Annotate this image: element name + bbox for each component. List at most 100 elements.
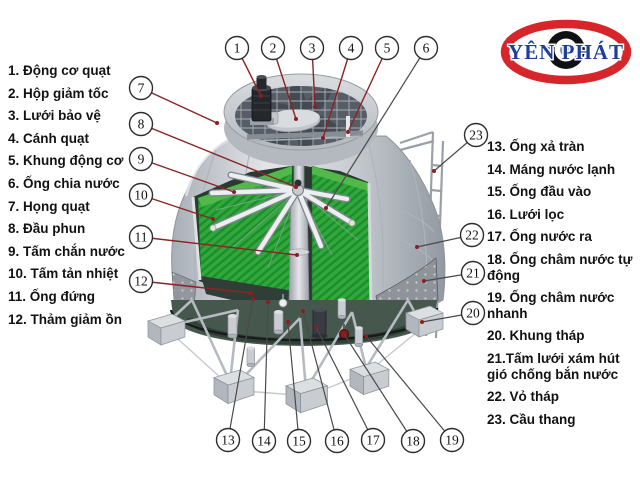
- leader-line-9: [140, 158, 235, 193]
- logo-ring: [500, 19, 632, 85]
- leader-line-12: [140, 280, 252, 294]
- part-item: 5. Khung động cơ: [8, 153, 124, 169]
- svg-text:13: 13: [221, 433, 235, 448]
- part-item: 10. Tấm tản nhiệt: [8, 266, 119, 282]
- part-item: 13. Ống xả tràn: [487, 139, 585, 154]
- part-item: 15. Ống đầu vào: [487, 184, 592, 200]
- callout-21: 21: [460, 260, 486, 286]
- callout-badges: 1 2 3 4 5 6 7 8 9 10 11 12 13 14 15 16 1…: [128, 35, 489, 454]
- cut-edge-right: [367, 182, 373, 310]
- svg-text:11: 11: [135, 230, 148, 245]
- part-item: 4. Cánh quạt: [8, 130, 90, 146]
- part-item: 14. Máng nước lạnh: [487, 161, 616, 177]
- parts-list-left: 1. Động cơ quạt 2. Hộp giảm tốc 3. Lưới …: [8, 60, 125, 331]
- svg-text:15: 15: [292, 434, 306, 449]
- callout-17: 17: [360, 427, 386, 453]
- callout-13: 13: [215, 427, 241, 453]
- callout-22: 22: [459, 222, 485, 248]
- callout-4: 4: [338, 35, 364, 61]
- leader-line-13: [227, 298, 254, 441]
- leader-line-5: [347, 47, 388, 133]
- svg-text:12: 12: [134, 274, 148, 289]
- callout-12: 12: [128, 268, 154, 294]
- shell-highlight: [184, 138, 229, 197]
- part-item: 1. Động cơ quạt: [8, 63, 111, 78]
- part-item: 2. Hộp giảm tốc: [8, 85, 109, 101]
- part-item: 22. Vỏ tháp: [487, 389, 560, 405]
- part-item: 19. Ống châm nước nhanh: [487, 290, 615, 321]
- leader-line-10: [140, 194, 214, 220]
- callout-8: 8: [128, 111, 154, 137]
- callout-10: 10: [128, 182, 154, 208]
- spray-head-cap: [294, 179, 302, 187]
- callout-15: 15: [286, 428, 312, 454]
- callout-19: 19: [439, 427, 465, 453]
- svg-text:4: 4: [348, 41, 355, 56]
- leader-line-4: [322, 47, 352, 139]
- motor-frame-beam2: [246, 136, 364, 142]
- svg-text:16: 16: [330, 434, 344, 449]
- callout-2: 2: [260, 35, 286, 61]
- svg-text:7: 7: [138, 81, 145, 96]
- svg-text:20: 20: [466, 306, 480, 321]
- svg-text:18: 18: [406, 434, 420, 449]
- part-item: 17. Ống nước ra: [487, 229, 592, 245]
- parts-list-right: 13. Ống xả tràn 14. Máng nước lạnh 15. Ố…: [487, 139, 640, 434]
- part-item: 12. Thảm giảm ồn: [8, 311, 123, 327]
- callout-14: 14: [251, 428, 277, 454]
- callout-3: 3: [299, 35, 325, 61]
- callout-20: 20: [460, 300, 486, 326]
- callout-9: 9: [128, 146, 154, 172]
- leader-line-18: [343, 333, 414, 442]
- outlet-pipe: [311, 308, 328, 339]
- part-item: 7. Họng quạt: [8, 198, 90, 214]
- svg-text:19: 19: [445, 433, 459, 448]
- cut-edge-left: [191, 196, 202, 281]
- leader-line-16: [302, 310, 338, 442]
- svg-text:6: 6: [423, 41, 430, 56]
- svg-text:2: 2: [270, 41, 277, 56]
- gearbox-cover: [265, 109, 321, 133]
- leader-line-8: [140, 123, 297, 188]
- svg-text:1: 1: [234, 41, 241, 56]
- callout-16: 16: [324, 428, 350, 454]
- float-valve: [278, 294, 288, 308]
- leader-line-19: [365, 335, 453, 441]
- svg-text:21: 21: [466, 266, 480, 281]
- part-item: 9. Tấm chắn nước: [8, 243, 125, 259]
- part-item: 23. Cầu thang: [487, 411, 576, 427]
- part-item: 16. Lưới lọc: [487, 206, 565, 222]
- svg-text:10: 10: [134, 188, 148, 203]
- leader-line-11: [140, 236, 298, 256]
- leader-line-7: [140, 87, 218, 124]
- svg-text:17: 17: [366, 433, 380, 448]
- svg-text:5: 5: [384, 41, 391, 56]
- logo-eye-pupil: [560, 44, 572, 56]
- yen-phat-logo: YÊN PHÁT: [497, 12, 635, 92]
- callout-11: 11: [128, 224, 154, 250]
- part-item: 3. Lưới bảo vệ: [8, 108, 101, 124]
- part-item: 8. Đầu phun: [8, 221, 86, 237]
- part-item: 6. Ống chia nước: [8, 175, 120, 191]
- callout-5: 5: [374, 35, 400, 61]
- callout-1: 1: [224, 35, 250, 61]
- leader-line-15: [287, 321, 300, 442]
- part-item: 11. Ống đứng: [8, 288, 96, 304]
- svg-text:22: 22: [465, 228, 479, 243]
- svg-text:3: 3: [309, 41, 316, 56]
- svg-text:14: 14: [257, 434, 271, 449]
- part-item: 20. Khung tháp: [487, 328, 585, 344]
- part-item: 18. Ống châm nước tự động: [487, 251, 633, 283]
- leader-line-2: [272, 47, 297, 120]
- callout-23: 23: [463, 122, 489, 148]
- svg-text:8: 8: [138, 117, 145, 132]
- part-item: 21.Tấm lưới xám hút gió chống bắn nước: [487, 350, 620, 382]
- leader-line-17: [315, 326, 374, 441]
- callout-6: 6: [413, 35, 439, 61]
- svg-text:23: 23: [469, 128, 483, 143]
- callout-7: 7: [128, 75, 154, 101]
- leader-line-14: [263, 301, 269, 442]
- motor-frame-beam: [246, 130, 364, 140]
